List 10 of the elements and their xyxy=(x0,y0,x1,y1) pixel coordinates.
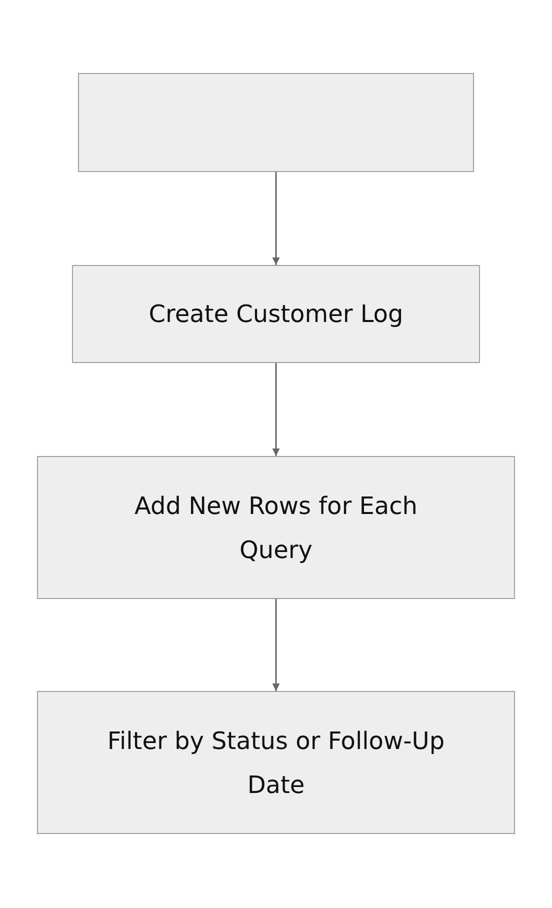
process-box xyxy=(37,691,515,834)
process-box xyxy=(37,456,515,599)
process-box xyxy=(72,265,480,363)
arrow xyxy=(272,599,280,691)
arrow xyxy=(272,363,280,456)
step-label: Add New Rows for Each Query xyxy=(133,490,419,566)
step-label: Create Customer Log xyxy=(148,299,404,330)
empty-process-box xyxy=(78,73,474,172)
step-label: Filter by Status or Follow-Up Date xyxy=(106,726,446,800)
arrow xyxy=(272,172,280,265)
